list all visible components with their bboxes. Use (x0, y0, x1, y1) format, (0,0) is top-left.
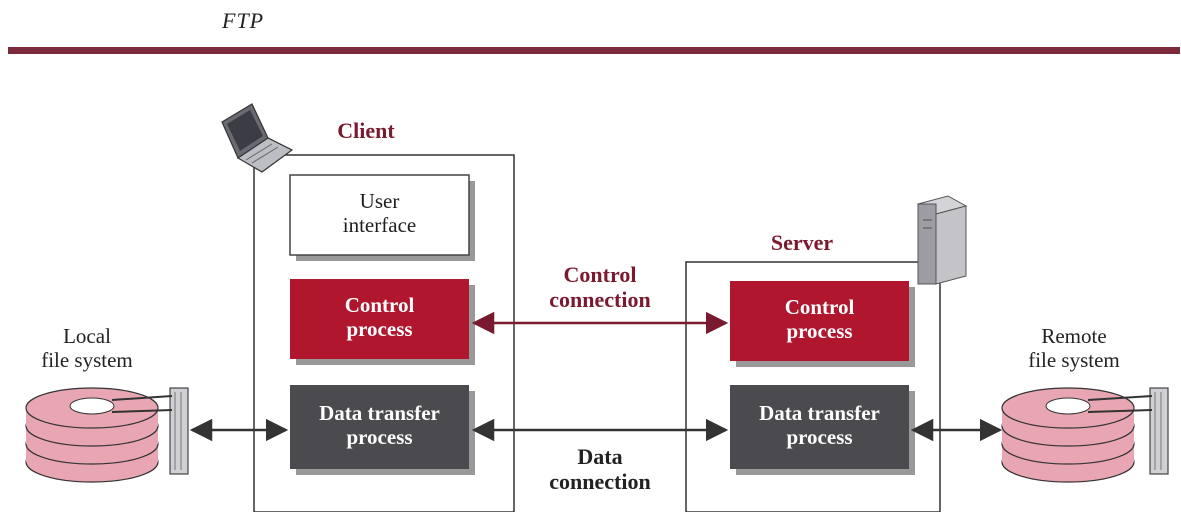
server-label: Server (770, 230, 834, 255)
local-file-system-label: Local file system (41, 324, 133, 373)
disk-stack-icon (1001, 387, 1169, 483)
remote-file-system-label: Remote file system (1028, 324, 1120, 373)
page-title: FTP (222, 8, 265, 33)
laptop-icon (221, 103, 294, 173)
server-tower-icon (916, 195, 968, 285)
server-data-transfer-box (730, 385, 909, 469)
server-data-transfer-label: Data transfer process (759, 401, 880, 450)
client-control-process-label: Control process (344, 293, 415, 342)
client-control-process-box (290, 279, 469, 359)
client-label: Client (337, 118, 395, 143)
client-user-interface-label: User interface (342, 189, 417, 238)
client-data-transfer-box (290, 385, 469, 469)
disk-stack-icon (25, 387, 189, 483)
server-control-process-label: Control process (784, 295, 855, 344)
server-control-process-box (730, 281, 909, 361)
client-user-interface-box (289, 174, 470, 256)
control-connection-label: Control connection (549, 262, 651, 313)
data-connection-label: Data connection (549, 444, 651, 495)
client-data-transfer-label: Data transfer process (319, 401, 440, 450)
title-rule (8, 47, 1180, 54)
